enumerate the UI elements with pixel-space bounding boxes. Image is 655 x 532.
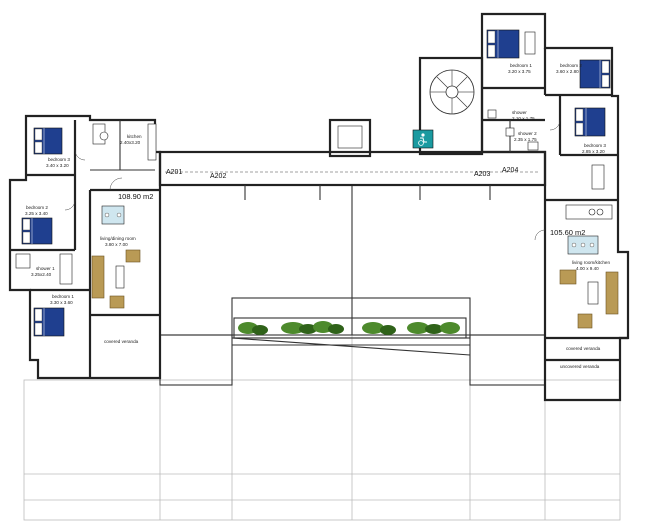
bed-icon — [486, 29, 520, 59]
room-name-east-uncovered-veranda: uncovered veranda — [560, 364, 600, 369]
room-name-east-covered-veranda: covered veranda — [566, 346, 601, 351]
code-a204: A204 — [502, 167, 518, 174]
bed-icon — [33, 127, 63, 155]
room-name-east-living: living room/kitchen — [572, 260, 610, 265]
room-name-east-shower-2: shower 2 — [518, 131, 537, 136]
bed-icon — [574, 107, 606, 137]
wheelchair-accessible-lift-icon — [412, 129, 434, 149]
room-dim-west-shower-1: 3.25x2.40 — [31, 272, 52, 277]
room-name-west-bedroom-1: bedroom 1 — [52, 294, 74, 299]
east-apartment: bedroom 1 3.20 x 3.75 bedroom 2 3.60 x 2… — [480, 12, 630, 402]
room-name-west-bedroom-3: bedroom 3 — [48, 157, 70, 162]
code-a203: A203 — [474, 171, 490, 178]
room-dim-east-shower: 2.10 x 1.75 — [512, 116, 535, 121]
room-dim-west-bedroom-2: 3.25 x 3.40 — [25, 211, 48, 216]
sofa-icon — [559, 269, 619, 329]
door-swings — [64, 119, 561, 241]
stair-lift-core — [328, 56, 484, 158]
code-a202: A202 — [210, 173, 226, 180]
central-void — [159, 184, 546, 386]
room-name-west-bedroom-2: bedroom 2 — [26, 205, 48, 210]
bed-icon — [21, 217, 53, 245]
bed-icon — [579, 59, 611, 89]
unit-area-west: 108.90 m2 — [118, 192, 153, 201]
dining-table-icon — [101, 205, 125, 225]
west-apartment: bedroom 3 3.40 x 3.20 kitchen 2.40x3.20 … — [8, 114, 162, 380]
room-dim-west-kitchen: 2.40x3.20 — [120, 140, 141, 145]
room-name-east-bedroom-1: bedroom 1 — [510, 63, 532, 68]
room-name-east-bedroom-3: bedroom 3 — [584, 143, 606, 148]
room-name-west-covered-veranda: covered veranda — [104, 339, 139, 344]
room-name-east-bedroom-2: bedroom 2 — [560, 63, 582, 68]
room-dim-east-living: 4.00 x 9.40 — [576, 266, 599, 271]
spiral-stair-icon — [429, 69, 475, 115]
room-name-west-kitchen: kitchen — [127, 134, 142, 139]
sofa-icon — [91, 249, 141, 309]
unit-area-east: 105.60 m2 — [550, 228, 585, 237]
room-name-east-shower: shower — [512, 110, 527, 115]
room-dim-west-living: 3.80 x 7.00 — [105, 242, 128, 247]
room-dim-west-bedroom-3: 3.40 x 3.20 — [46, 163, 69, 168]
room-dim-west-bedroom-1: 3.30 x 3.60 — [50, 300, 73, 305]
room-name-west-living: living/dining room — [100, 236, 136, 241]
room-dim-east-bedroom-2: 3.60 x 2.80 — [556, 69, 579, 74]
room-dim-east-bedroom-3: 2.85 x 3.20 — [582, 149, 605, 154]
room-dim-east-shower-2: 2.35 x 1.75 — [514, 137, 537, 142]
room-name-west-shower-1: shower 1 — [36, 266, 55, 271]
room-dim-east-bedroom-1: 3.20 x 3.75 — [508, 69, 531, 74]
planter-greenery — [233, 317, 467, 339]
dining-table-icon — [567, 235, 599, 255]
bed-icon — [33, 307, 65, 337]
code-a201: A201 — [166, 169, 182, 176]
